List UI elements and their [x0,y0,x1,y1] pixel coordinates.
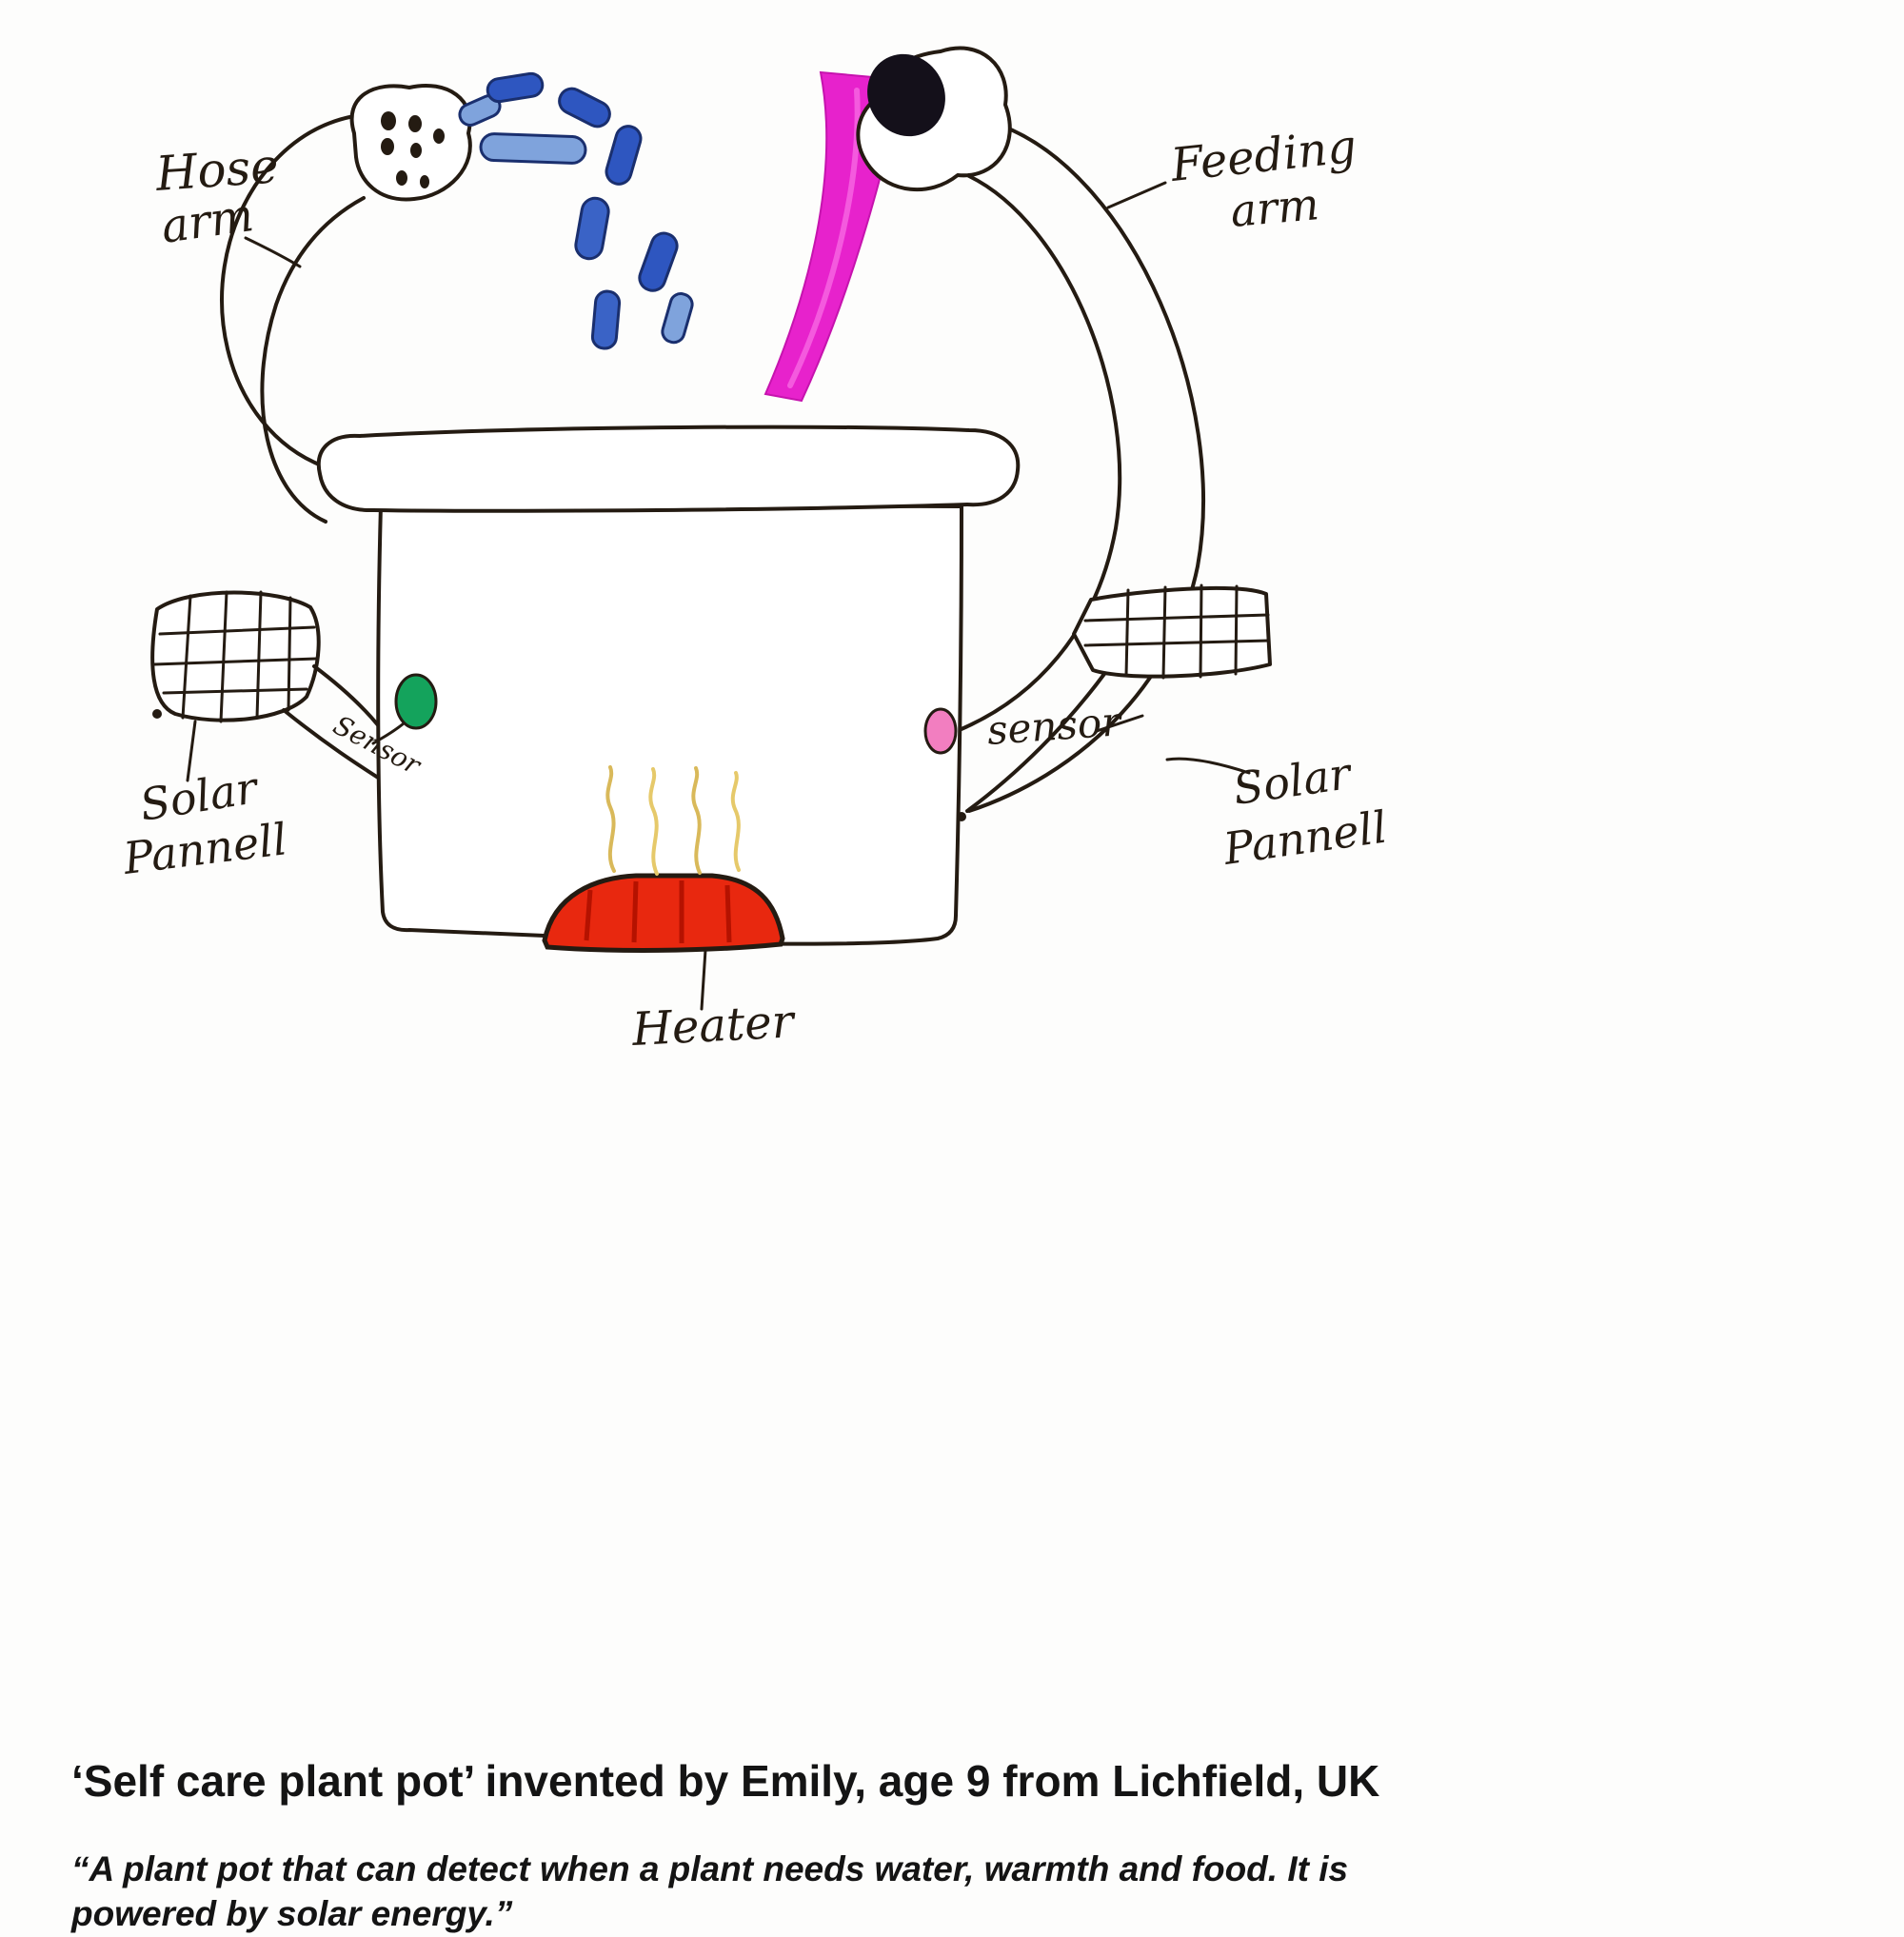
label-lines [244,181,1167,268]
hose-arm-inner-line [260,196,366,524]
label-feeding-arm-line1: Feeding [1167,120,1359,192]
pot-rim [316,425,1021,513]
water-drop [590,289,622,350]
solar-panel-left-corner-dot [152,709,162,719]
heat-line [648,767,659,876]
water-drops [458,71,694,350]
solar-panel-left-grid-v4 [287,596,292,712]
plant-pot [316,425,1021,946]
feeding-funnel [856,46,1012,192]
heater-texture-1 [584,889,593,941]
solar-panel-right-grid-v3 [1199,583,1203,679]
heat-line [605,765,616,873]
solar-panel-left-grid-h3 [162,687,308,695]
feeding-arm-label-line [1106,181,1167,209]
shower-head [349,84,472,202]
water-drop [661,292,694,345]
solar-panel-right-grid-v1 [1124,588,1130,678]
caption-title: ‘Self care plant pot’ invented by Emily,… [71,1756,1380,1806]
water-drop [638,231,679,292]
heater-texture-2 [631,880,639,943]
feed-stream-streak [787,88,861,388]
heat-lines [605,765,741,876]
label-hose-arm-line2: arm [158,188,257,254]
solar-panel-right-outline [1072,585,1272,679]
label-solar-right-line1: Solar [1230,747,1357,815]
heater [542,873,785,1011]
water-drop [479,132,587,165]
solar-panel-left-grid-h1 [158,625,316,636]
solar-panel-left-label-line [186,720,197,782]
solar-panel-right-label-line [1165,757,1251,775]
pot-body [376,503,963,946]
solar-panel-left-grid-v1 [181,594,192,720]
shower-hole [408,115,422,132]
label-sensor-right: sensor [985,698,1124,754]
hose-arm-label-line [244,236,302,268]
labels: Hose arm Feeding arm Solar Pannell Solar… [120,120,1390,1057]
solar-panel-left [150,590,394,786]
hose-arm-outer-line [220,114,356,468]
shower-hole [381,138,394,155]
solar-panel-right-grid-h2 [1083,639,1271,647]
solar-panel-right [965,583,1272,813]
shower-head-outline [349,84,472,202]
caption-quote: “A plant pot that can detect when a plan… [71,1848,1349,1934]
solar-panel-right-grid-v2 [1161,585,1167,680]
caption: ‘Self care plant pot’ invented by Emily,… [71,1756,1833,1937]
hose-arm [220,114,366,524]
sensor-right-dot [923,707,958,755]
solar-panel-right-wire-1 [965,672,1106,813]
water-drop [574,196,610,261]
sensors [371,673,1144,755]
heat-line [730,771,741,872]
shower-hole [433,128,445,144]
shower-hole [396,170,407,186]
solar-panel-left-grid-v2 [219,590,228,723]
solar-panel-right-grid-h1 [1083,613,1270,623]
heat-line [691,766,702,875]
feeding-funnel-opening [867,53,945,137]
water-drop [486,71,545,104]
label-feeding-arm-line2: arm [1228,178,1320,237]
shower-hole [410,143,422,158]
heater-mound [542,873,785,953]
solar-panel-left-outline [150,590,321,722]
water-drop [605,125,643,186]
solar-panel-left-grid-h2 [152,657,318,666]
sensor-right-pointer-line [1095,714,1144,733]
label-hose-arm-line1: Hose [153,138,281,202]
water-drop [558,87,611,128]
shower-hole [420,175,429,188]
label-heater: Heater [630,995,798,1057]
heater-label-line [700,948,707,1011]
solar-panel-right-grid-v4 [1234,584,1239,676]
sensor-left-dot [394,673,438,730]
feeding-arm-outer-line [967,124,1205,813]
shower-hole [381,111,396,130]
solar-panel-left-grid-v3 [255,590,263,720]
heater-texture-4 [724,884,732,943]
sensor-left-pointer-line [371,721,406,745]
feeding-arm-inner-line [955,174,1122,733]
